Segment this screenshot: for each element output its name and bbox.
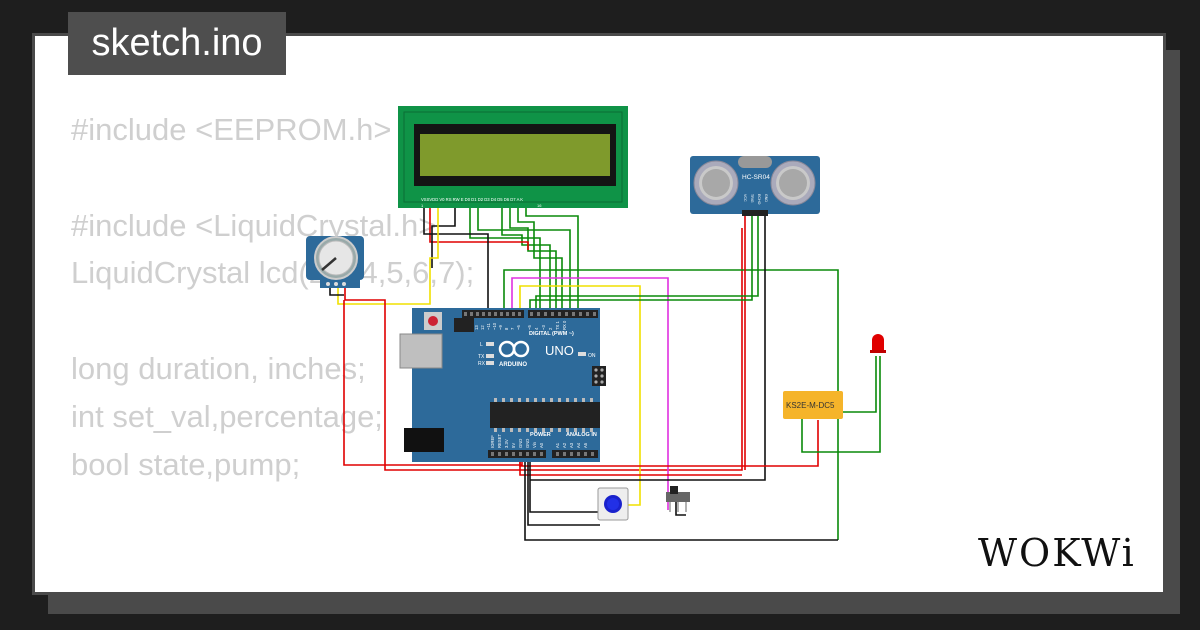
wokwi-logo: WOKWi bbox=[978, 531, 1136, 575]
hc-sr04-pin-vcc: VCC bbox=[743, 194, 747, 202]
relay-ks2e[interactable]: KS2E-M-DC5 bbox=[783, 391, 843, 419]
header-top-label: 2 bbox=[548, 327, 553, 330]
wire-black-switch2 bbox=[675, 500, 686, 516]
led-label-rx: RX bbox=[478, 361, 486, 367]
wire-magenta-switch bbox=[511, 277, 669, 510]
header-top-label: ~3 bbox=[541, 325, 546, 330]
power-label: POWER bbox=[530, 432, 551, 438]
wire-black-gnd2 bbox=[524, 456, 838, 541]
wire-yellow-lcd-v0 bbox=[337, 205, 439, 305]
header-bottom-label: Vin bbox=[532, 441, 537, 448]
lcd-pin-labels: VSSVDD V0 RS RW E D0 D1 D2 D3 D4 D5 D6 D… bbox=[421, 197, 523, 202]
hc-sr04-label: HC-SR04 bbox=[742, 174, 770, 181]
header-bottom-label: IOREF bbox=[490, 435, 495, 448]
header-top-label: ~11 bbox=[486, 323, 491, 330]
wire-black-hcsr04-gnd bbox=[530, 212, 766, 481]
arduino-brand: ARDUINO bbox=[499, 362, 527, 368]
header-top-label: ~6 bbox=[516, 325, 521, 330]
header-top-label: RX 0 bbox=[562, 320, 567, 330]
potentiometer[interactable] bbox=[306, 236, 364, 288]
wire-green-lcd-d7 bbox=[525, 205, 579, 314]
code-line: bool state,pump; bbox=[71, 446, 301, 482]
header-bottom-label: 5V bbox=[511, 443, 516, 448]
wire-red-lcd-vdd bbox=[429, 205, 529, 250]
hc-sr04-sensor[interactable]: HC-SR04 VCC TRIG ECHO GND bbox=[690, 156, 820, 216]
header-top-label: 4 bbox=[534, 327, 539, 330]
lcd-pin-16: 16 bbox=[537, 203, 542, 208]
header-bottom-label: A3 bbox=[569, 442, 574, 448]
header-bottom-label: GND bbox=[518, 439, 523, 448]
header-bottom-label: A4 bbox=[576, 442, 581, 448]
header-bottom-label: 3.3V bbox=[504, 439, 509, 448]
header-bottom-label: A2 bbox=[562, 442, 567, 448]
wires bbox=[329, 205, 881, 541]
digital-label: DIGITAL (PWM ~) bbox=[529, 331, 574, 337]
wire-green-lcd-d5 bbox=[509, 205, 557, 314]
header-bottom-label: A0 bbox=[539, 442, 544, 448]
code-line: int set_val,percentage; bbox=[71, 398, 383, 434]
arduino-logo bbox=[498, 340, 530, 358]
header-bottom-label: A1 bbox=[555, 442, 560, 448]
wire-green-lcd-rs bbox=[469, 205, 541, 314]
header-top-label: 13 bbox=[474, 325, 479, 330]
power-jack bbox=[404, 428, 444, 452]
hc-sr04-pin-gnd: GND bbox=[764, 194, 768, 202]
code-background: #include <EEPROM.h>#include <LiquidCryst… bbox=[71, 106, 475, 592]
usb-port bbox=[399, 333, 443, 369]
header-top-label: 12 bbox=[480, 325, 485, 330]
wire-black-lcd-rw bbox=[431, 205, 456, 268]
wire-black-lcd-vss bbox=[423, 205, 489, 314]
relay-label: KS2E-M-DC5 bbox=[786, 401, 835, 410]
header-bottom-label: A5 bbox=[583, 442, 588, 448]
wire-black-gnd bbox=[527, 456, 600, 526]
red-led[interactable] bbox=[870, 334, 886, 353]
hc-sr04-pin-echo: ECHO bbox=[757, 194, 761, 205]
header-top-label: ~9 bbox=[498, 325, 503, 330]
header-top-label: ~5 bbox=[527, 325, 532, 330]
header-top-label: 7 bbox=[510, 327, 515, 330]
lcd-pin-1: 1 bbox=[421, 203, 424, 208]
wire-red-relay2 bbox=[519, 420, 819, 467]
analog-label: ANALOG IN bbox=[566, 432, 597, 438]
push-button[interactable] bbox=[597, 487, 629, 521]
sketch-title: sketch.ino bbox=[68, 12, 286, 75]
hc-sr04-pin-trig: TRIG bbox=[750, 194, 754, 203]
wire-green-lcd-d6 bbox=[517, 205, 563, 314]
wire-yellow-button bbox=[519, 285, 641, 506]
wire-green-led-a bbox=[842, 356, 877, 413]
header-top-label: ~10 bbox=[492, 322, 497, 330]
arduino-model: UNO bbox=[545, 343, 574, 358]
code-line: #include <EEPROM.h> bbox=[71, 112, 392, 147]
wire-black-switch bbox=[529, 456, 600, 513]
wire-green-led-b bbox=[801, 356, 881, 453]
led-label-tx: TX bbox=[478, 354, 485, 360]
slide-switch[interactable] bbox=[666, 486, 690, 512]
wokwi-logo-text: WOKWi bbox=[978, 531, 1136, 575]
wire-green-lcd-en bbox=[477, 205, 571, 314]
header-top-label: TX 1 bbox=[555, 320, 560, 330]
header-bottom-label: RESET bbox=[497, 434, 502, 448]
header-top-label: 8 bbox=[504, 327, 509, 330]
code-line: long duration, inches; bbox=[71, 350, 366, 386]
led-label-l: L bbox=[480, 342, 483, 348]
code-line: void setup() { bbox=[71, 584, 474, 592]
on-label: ON bbox=[588, 353, 596, 359]
header-bottom-label: GND bbox=[525, 439, 530, 448]
wire-green-hcsr04-trig bbox=[529, 212, 753, 314]
atmega-chip bbox=[490, 402, 600, 428]
wire-red-pot bbox=[344, 228, 743, 471]
code-line: LiquidCrystal lcd(2,3,4,5,6,7); bbox=[71, 255, 475, 291]
lcd-16x2[interactable]: VSSVDD V0 RS RW E D0 D1 D2 D3 D4 D5 D6 D… bbox=[398, 106, 628, 208]
wire-green-hcsr04-echo bbox=[535, 212, 759, 314]
